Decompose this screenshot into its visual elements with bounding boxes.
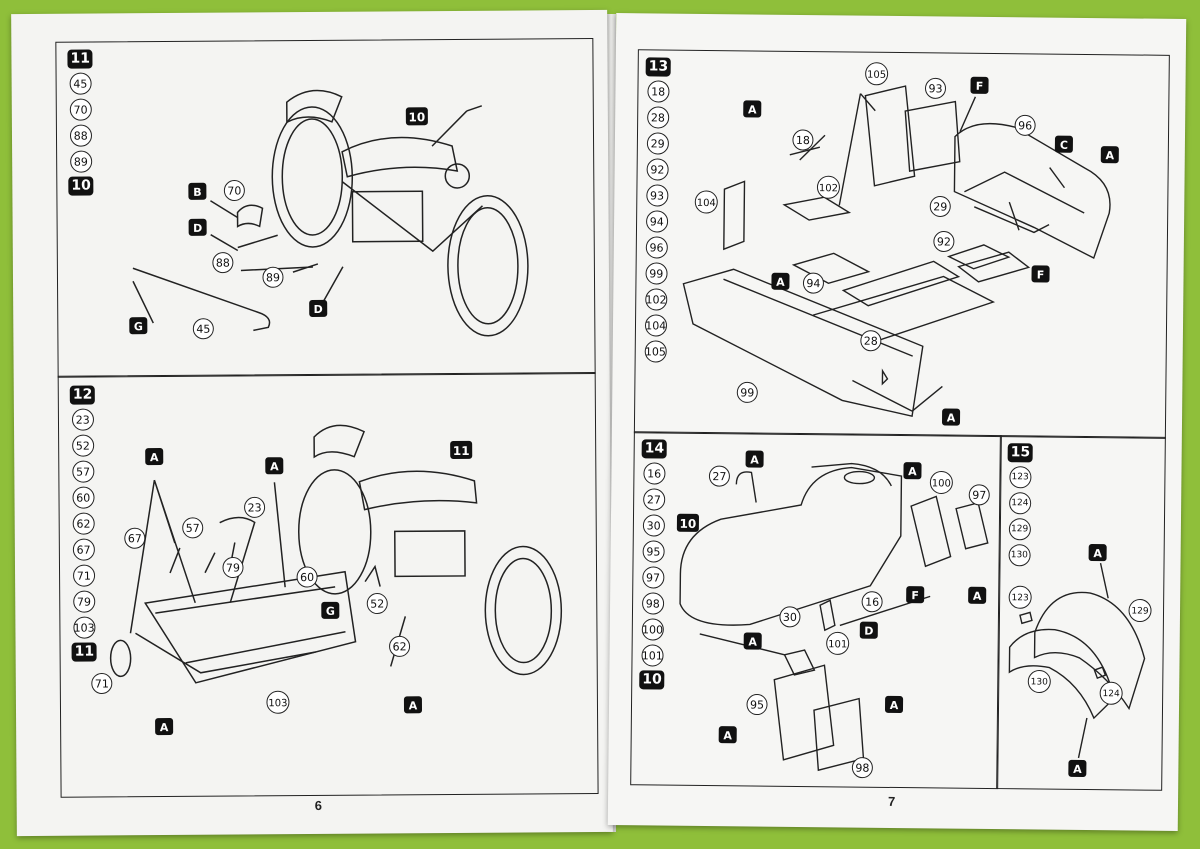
glue-marker-a: A [150,451,159,464]
callout-30: 30 [783,611,797,624]
callout-18: 18 [796,134,810,147]
callout-29: 29 [933,200,947,213]
callout-103: 103 [268,698,287,709]
callout-101: 101 [828,639,847,650]
step-15-fender-diagram: 123 129 130 124 A A [1008,544,1152,777]
callout-100: 100 [932,478,951,489]
glue-marker-f: F [976,80,984,93]
glue-marker-a: A [748,635,757,648]
callout-104: 104 [697,198,716,209]
callout-97: 97 [972,489,986,502]
glue-marker-d: D [864,625,873,638]
glue-marker-g: G [134,320,143,333]
assembly-ref-label: 10 [408,110,425,124]
glue-marker-a: A [1105,149,1114,162]
assembly-ref-label: 10 [679,517,696,531]
step-12-sidecar-frame-diagram: 11 67 57 23 79 60 52 62 71 103 A A A A G [91,424,563,736]
glue-marker-f: F [1037,268,1045,281]
glue-marker-b: B [193,186,201,199]
glue-marker-a: A [890,699,899,712]
callout-28: 28 [864,335,878,348]
step-11-motorcycle-diagram: 10 70 88 89 45 B D D G [129,89,529,340]
callout-27: 27 [712,470,726,483]
glue-marker-d: D [314,303,323,316]
callout-45: 45 [196,323,210,336]
glue-marker-f: F [911,589,919,602]
callout-98: 98 [855,762,869,775]
glue-marker-a: A [160,721,169,734]
glue-marker-a: A [776,276,785,289]
callout-105: 105 [867,70,886,81]
callout-96: 96 [1018,119,1032,132]
callout-71: 71 [95,677,109,690]
right-page: 13 18 28 29 92 93 94 96 99 102 104 105 1… [607,13,1187,831]
glue-marker-a: A [409,699,418,712]
callout-70: 70 [227,184,241,197]
assembly-ref-label: 11 [453,444,470,458]
callout-93: 93 [928,82,942,95]
callout-94: 94 [806,277,820,290]
callout-129: 129 [1131,606,1149,616]
callout-89: 89 [266,271,280,284]
step-13-sidecar-body-diagram: 105 93 18 96 102 104 29 92 94 28 99 A A … [682,62,1119,426]
callout-16: 16 [865,596,879,609]
glue-marker-d: D [193,222,202,235]
callout-92: 92 [937,235,951,248]
glue-marker-a: A [723,729,732,742]
glue-marker-a: A [1093,547,1102,560]
callout-62: 62 [393,640,407,653]
glue-marker-a: A [270,460,279,473]
page-number: 6 [314,797,322,813]
callout-102: 102 [819,183,838,194]
callout-99: 99 [740,386,754,399]
callout-124: 124 [1103,689,1121,699]
callout-95: 95 [750,698,764,711]
callout-88: 88 [216,257,230,270]
left-page: 11 45 70 88 89 10 12 23 52 57 60 62 67 7… [11,9,613,837]
glue-marker-a: A [750,453,759,466]
callout-79: 79 [226,562,240,575]
step-14-sidecar-assembly-diagram: 10 27 100 97 30 16 101 95 98 A A A A A A… [676,450,990,779]
callout-130: 130 [1031,677,1049,687]
page-number: 7 [887,793,896,810]
callout-52: 52 [370,598,384,611]
glue-marker-a: A [947,412,956,425]
glue-marker-g: G [326,605,335,618]
glue-marker-a: A [973,590,982,603]
glue-marker-a: A [748,103,757,116]
glue-marker-c: C [1060,139,1068,152]
callout-60: 60 [300,571,314,584]
callout-67: 67 [128,532,142,545]
callout-23: 23 [248,501,262,514]
glue-marker-a: A [908,465,917,478]
glue-marker-a: A [1073,763,1082,776]
callout-123: 123 [1012,593,1029,603]
callout-57: 57 [186,522,200,535]
